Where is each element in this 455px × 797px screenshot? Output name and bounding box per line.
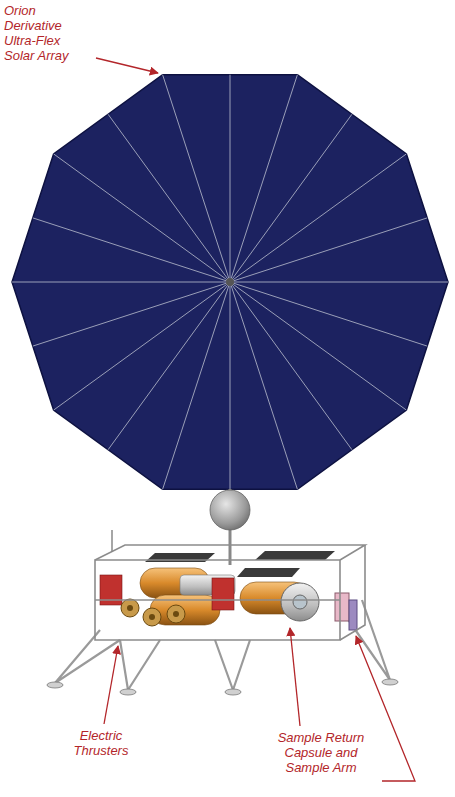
return-capsule-core [293,595,307,609]
deck-panel [255,551,335,560]
array-ribs [12,75,448,490]
sample-arm [335,593,349,621]
return-capsule [281,583,319,621]
leader-lines [96,58,415,781]
callout-label: Electric Thrusters [63,728,139,758]
antenna [111,530,113,552]
deck-panel [237,568,300,577]
sample-arm [349,600,357,630]
callout-label: Orion Derivative Ultra-Flex Solar Array [4,3,84,63]
foot-pads [47,679,398,695]
lander-frame [95,545,365,640]
callout-label: Sample Return Capsule and Sample Arm [262,730,380,775]
solar-array [12,75,448,490]
array-hub [226,278,234,286]
gimbal-sphere [210,490,250,530]
